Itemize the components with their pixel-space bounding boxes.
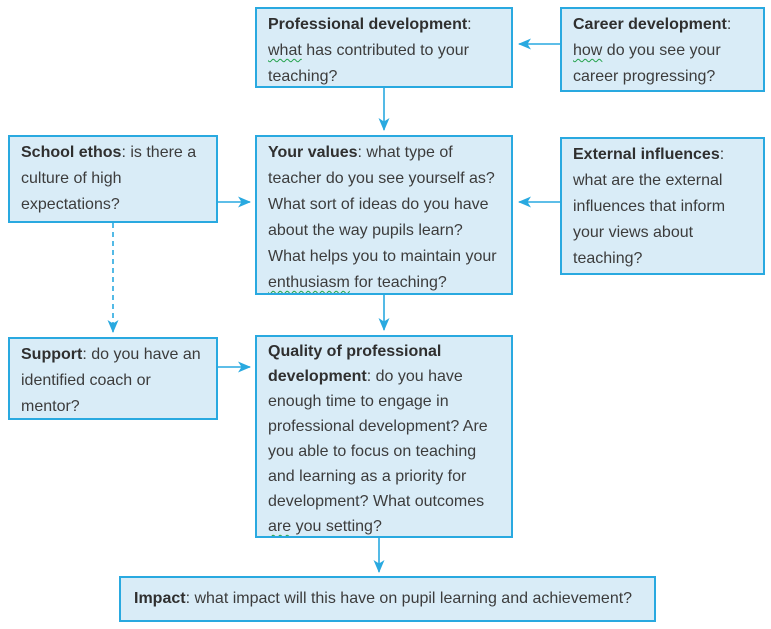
- title-separator: :: [726, 16, 732, 33]
- school-ethos-text: School ethos: is there a culture of high…: [21, 140, 205, 218]
- school-ethos-title: School ethos: [21, 144, 122, 161]
- text-segment: do you have an identified coach or mento…: [21, 346, 201, 415]
- text-segment: is there a culture of high expectations?: [21, 144, 197, 213]
- school-ethos-body: is there a culture of high expectations?: [21, 144, 196, 213]
- quality-of-professional-development-body: do you have enough time to engage in pro…: [268, 368, 488, 535]
- title-separator: :: [719, 146, 725, 163]
- support-body: do you have an identified coach or mento…: [21, 346, 201, 415]
- text-segment: has contributed to your teaching?: [268, 42, 470, 85]
- professional-development-body: what has contributed to your teaching?: [268, 42, 469, 85]
- impact-box: Impact: what impact will this have on pu…: [119, 576, 656, 622]
- title-separator: :: [366, 368, 376, 385]
- career-development-text: Career development: how do you see your …: [573, 12, 752, 90]
- professional-development-title: Professional development: [268, 16, 468, 33]
- professional-development-text: Professional development: what has contr…: [268, 12, 500, 86]
- your-values-box: Your values: what type of teacher do you…: [255, 135, 513, 295]
- career-development-title: Career development: [573, 16, 727, 33]
- text-segment: what impact will this have on pupil lear…: [194, 590, 633, 607]
- career-development-box: Career development: how do you see your …: [560, 7, 765, 92]
- quality-of-professional-development-box: Quality of professional development: do …: [255, 335, 513, 538]
- support-text: Support: do you have an identified coach…: [21, 342, 205, 418]
- text-segment: do you have enough time to engage in pro…: [268, 368, 488, 510]
- text-segment: what type of teacher do you see yourself…: [268, 144, 497, 265]
- your-values-title: Your values: [268, 144, 358, 161]
- title-separator: :: [185, 590, 195, 607]
- title-separator: :: [82, 346, 92, 363]
- career-development-body: how do you see your career progressing?: [573, 42, 721, 85]
- quality-of-professional-development-title: Quality of professional development: [268, 343, 442, 385]
- text-segment: do you see your career progressing?: [573, 42, 721, 85]
- external-influences-title: External influences: [573, 146, 720, 163]
- title-separator: :: [357, 144, 367, 161]
- external-influences-box: External influences: what are the extern…: [560, 137, 765, 275]
- support-box: Support: do you have an identified coach…: [8, 337, 218, 420]
- impact-title: Impact: [134, 590, 186, 607]
- misspelled-word: how: [573, 42, 603, 59]
- text-segment: for teaching?: [349, 274, 447, 291]
- professional-development-box: Professional development: what has contr…: [255, 7, 513, 88]
- your-values-body: what type of teacher do you see yourself…: [268, 144, 497, 291]
- text-segment: you setting?: [291, 518, 382, 535]
- title-separator: :: [467, 16, 472, 33]
- impact-body: what impact will this have on pupil lear…: [194, 590, 632, 607]
- title-separator: :: [121, 144, 131, 161]
- text-segment: what are the external influences that in…: [573, 172, 726, 267]
- school-ethos-box: School ethos: is there a culture of high…: [8, 135, 218, 223]
- support-title: Support: [21, 346, 83, 363]
- misspelled-word: what: [268, 42, 302, 59]
- quality-of-professional-development-text: Quality of professional development: do …: [268, 339, 500, 536]
- misspelled-word: enthusiasm: [268, 274, 350, 291]
- external-influences-body: what are the external influences that in…: [573, 172, 725, 267]
- external-influences-text: External influences: what are the extern…: [573, 142, 752, 272]
- your-values-text: Your values: what type of teacher do you…: [268, 140, 500, 293]
- misspelled-word: are: [268, 518, 292, 535]
- impact-text: Impact: what impact will this have on pu…: [134, 589, 632, 609]
